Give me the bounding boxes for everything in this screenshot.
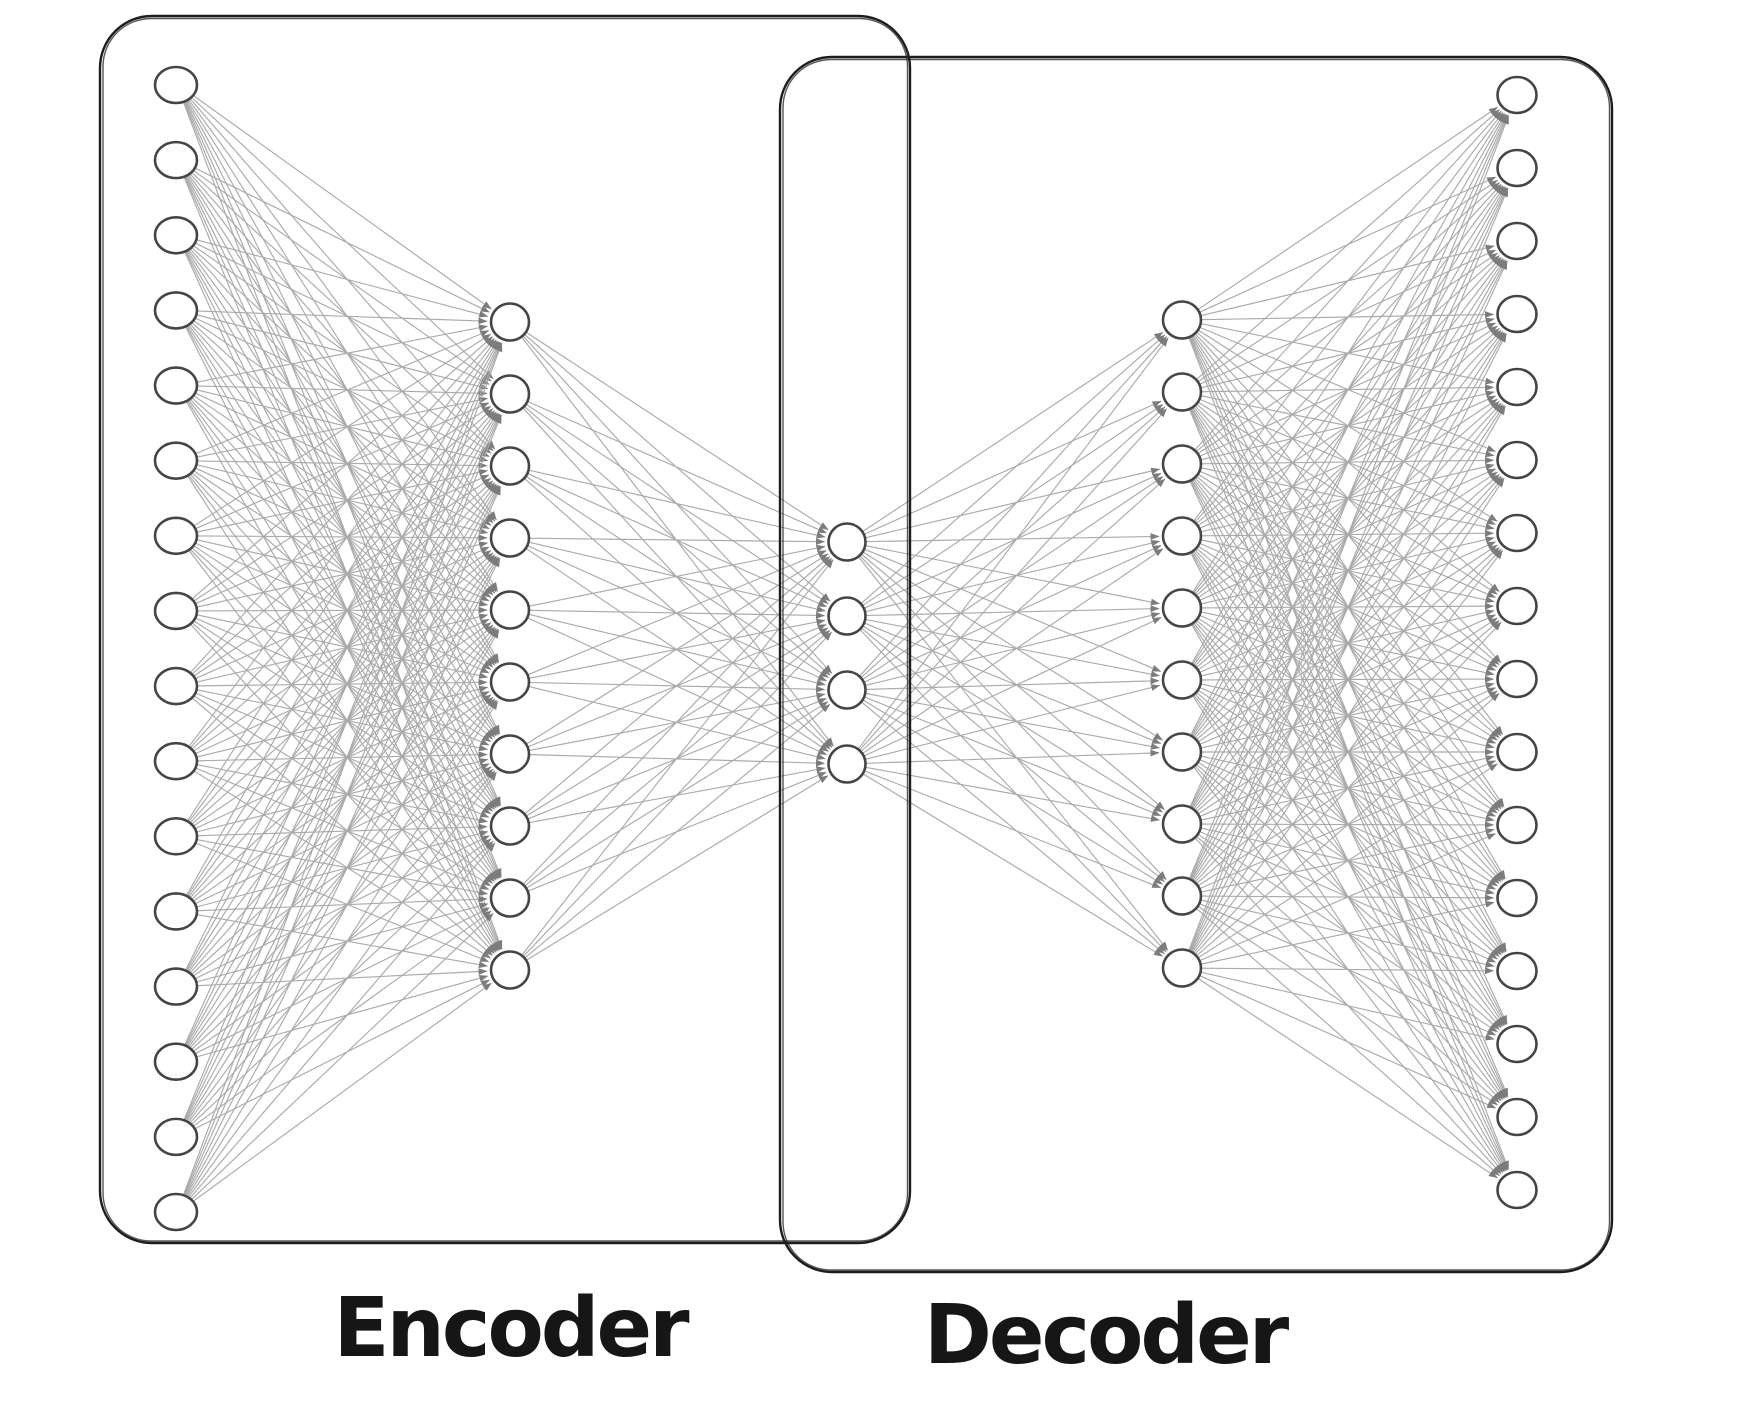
neuron-node xyxy=(1161,804,1203,844)
neuron-node xyxy=(1496,513,1538,553)
neuron-node xyxy=(153,215,199,255)
neuron-node xyxy=(489,446,531,486)
neuron-node xyxy=(1496,221,1538,261)
decoder-label: Decoder xyxy=(923,1288,1289,1383)
neuron-node xyxy=(1161,444,1203,484)
neuron-node xyxy=(1161,516,1203,556)
neuron-node xyxy=(1161,372,1203,412)
encoder-hidden-layer xyxy=(489,302,531,990)
neuron-node xyxy=(153,441,199,480)
neuron-node xyxy=(1496,1024,1538,1064)
edges-decoder-hidden-layer-to-output-layer xyxy=(1187,106,1510,1179)
neuron-node xyxy=(489,878,531,918)
decoder-hidden-layer xyxy=(1161,300,1203,988)
neuron-node xyxy=(153,666,199,706)
neuron-node xyxy=(489,734,531,774)
neuron-node xyxy=(153,516,199,556)
neuron-node xyxy=(153,366,199,405)
neuron-node xyxy=(827,522,867,562)
neuron-node xyxy=(489,518,531,558)
neuron-node xyxy=(1496,294,1538,334)
neuron-node xyxy=(489,302,531,342)
neuron-node xyxy=(1161,876,1203,916)
neuron-node xyxy=(1496,659,1538,699)
input-layer xyxy=(153,65,199,1232)
neuron-node xyxy=(153,892,199,931)
neuron-node xyxy=(1496,148,1538,188)
neuron-node xyxy=(1496,440,1538,480)
neuron-node xyxy=(1496,1170,1538,1210)
neuron-node xyxy=(1496,732,1538,772)
neuron-node xyxy=(153,1042,199,1082)
neuron-node xyxy=(489,950,531,990)
neuron-node xyxy=(489,662,531,702)
neuron-node xyxy=(1496,951,1538,991)
neuron-node xyxy=(1161,660,1203,700)
neuron-node xyxy=(827,596,867,636)
neuron-node xyxy=(153,1117,199,1157)
neuron-node xyxy=(153,967,199,1006)
neuron-node xyxy=(153,741,199,781)
neuron-node xyxy=(153,591,199,631)
neuron-node xyxy=(1496,586,1538,626)
neuron-node xyxy=(1496,805,1538,845)
encoder-box xyxy=(98,14,912,1245)
neuron-node xyxy=(827,744,867,784)
neuron-node xyxy=(153,291,199,330)
neuron-node xyxy=(1161,948,1203,988)
neuron-node xyxy=(153,817,199,856)
edges-input-layer-to-encoder-hidden-layer xyxy=(182,93,503,1204)
neuron-node xyxy=(1496,1097,1538,1137)
neuron-node xyxy=(489,374,531,414)
neuron-node xyxy=(1496,75,1538,115)
neuron-node xyxy=(827,670,867,710)
neuron-node xyxy=(489,806,531,846)
neuron-node xyxy=(489,590,531,630)
neuron-node xyxy=(153,65,199,105)
neuron-node xyxy=(1161,300,1203,340)
latent-layer xyxy=(827,522,867,784)
neuron-node xyxy=(1161,588,1203,628)
neuron-node xyxy=(153,140,199,180)
neuron-node xyxy=(1496,878,1538,918)
neuron-node xyxy=(1496,367,1538,407)
neuron-node xyxy=(153,1192,199,1232)
neuron-node xyxy=(1161,732,1203,772)
decoder-box xyxy=(778,55,1614,1274)
encoder-label: Encoder xyxy=(333,1281,689,1376)
output-layer xyxy=(1496,75,1538,1210)
